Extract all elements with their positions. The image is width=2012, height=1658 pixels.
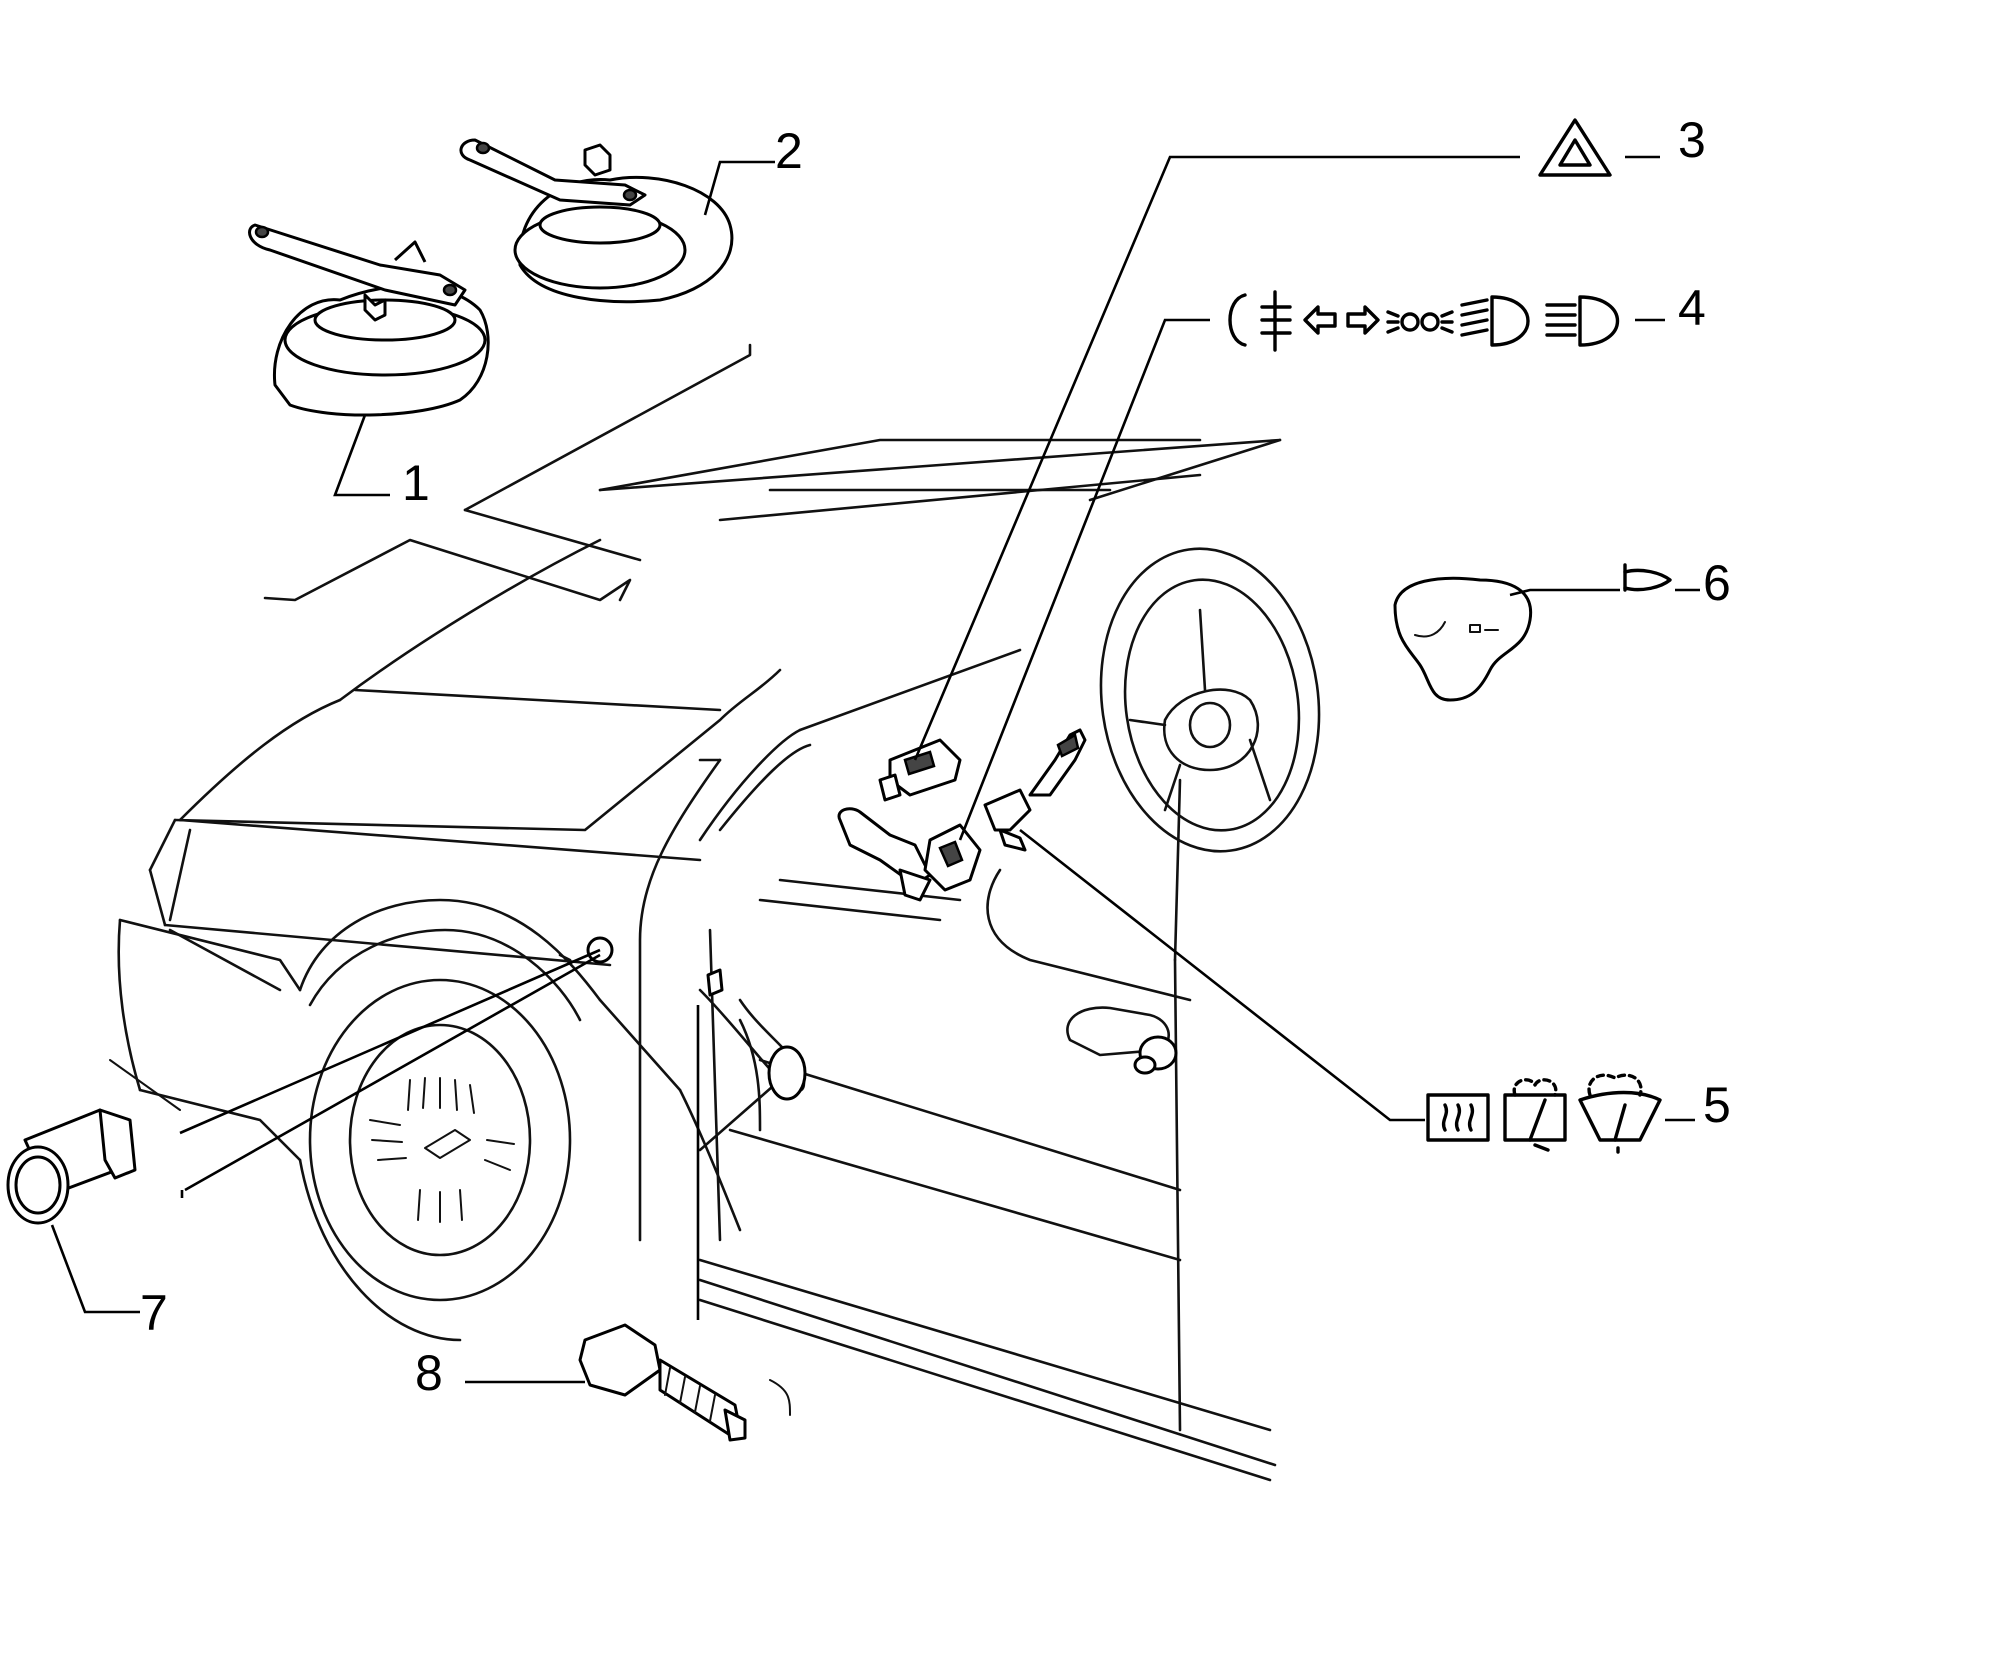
horn-pad [1393, 576, 1533, 702]
steering-wheel [1099, 547, 1321, 853]
fog-light-icon [1228, 290, 1292, 352]
hazard-triangle-icon [1538, 118, 1660, 177]
light-stalk-switch [837, 807, 982, 902]
lights-icons [1228, 290, 1665, 352]
callout-1: 1 [402, 455, 430, 511]
rear-wiper-icon [1503, 1078, 1567, 1152]
high-beam-icon [1545, 295, 1619, 347]
rear-defrost-icon [1426, 1093, 1490, 1142]
callout-6: 6 [1703, 555, 1731, 611]
callout-3: 3 [1678, 112, 1706, 168]
headlamp-adjust-switch [6, 936, 614, 1225]
leader-lines [50, 155, 1620, 1384]
parking-light-icon [1386, 310, 1454, 334]
callout-labels: 1 2 3 4 5 6 7 8 [140, 112, 1731, 1401]
car-body-outline [109, 343, 1282, 1482]
callout-7: 7 [140, 1285, 168, 1341]
horn-low-tone [248, 223, 490, 417]
callout-4: 4 [1678, 280, 1706, 336]
horn-icon [1623, 563, 1700, 592]
front-wiper-icon [1578, 1073, 1662, 1154]
turn-right-icon [1346, 305, 1380, 335]
horn-high-tone [459, 138, 734, 304]
hazard-switch [878, 738, 962, 802]
callout-5: 5 [1703, 1077, 1731, 1133]
low-beam-icon [1460, 295, 1530, 347]
callout-2: 2 [775, 123, 803, 179]
wiper-stalk-switch [983, 728, 1087, 852]
turn-left-icon [1303, 305, 1337, 335]
wiper-icons [1426, 1073, 1695, 1154]
callout-8: 8 [415, 1345, 443, 1401]
door-contact-switch [578, 968, 747, 1442]
